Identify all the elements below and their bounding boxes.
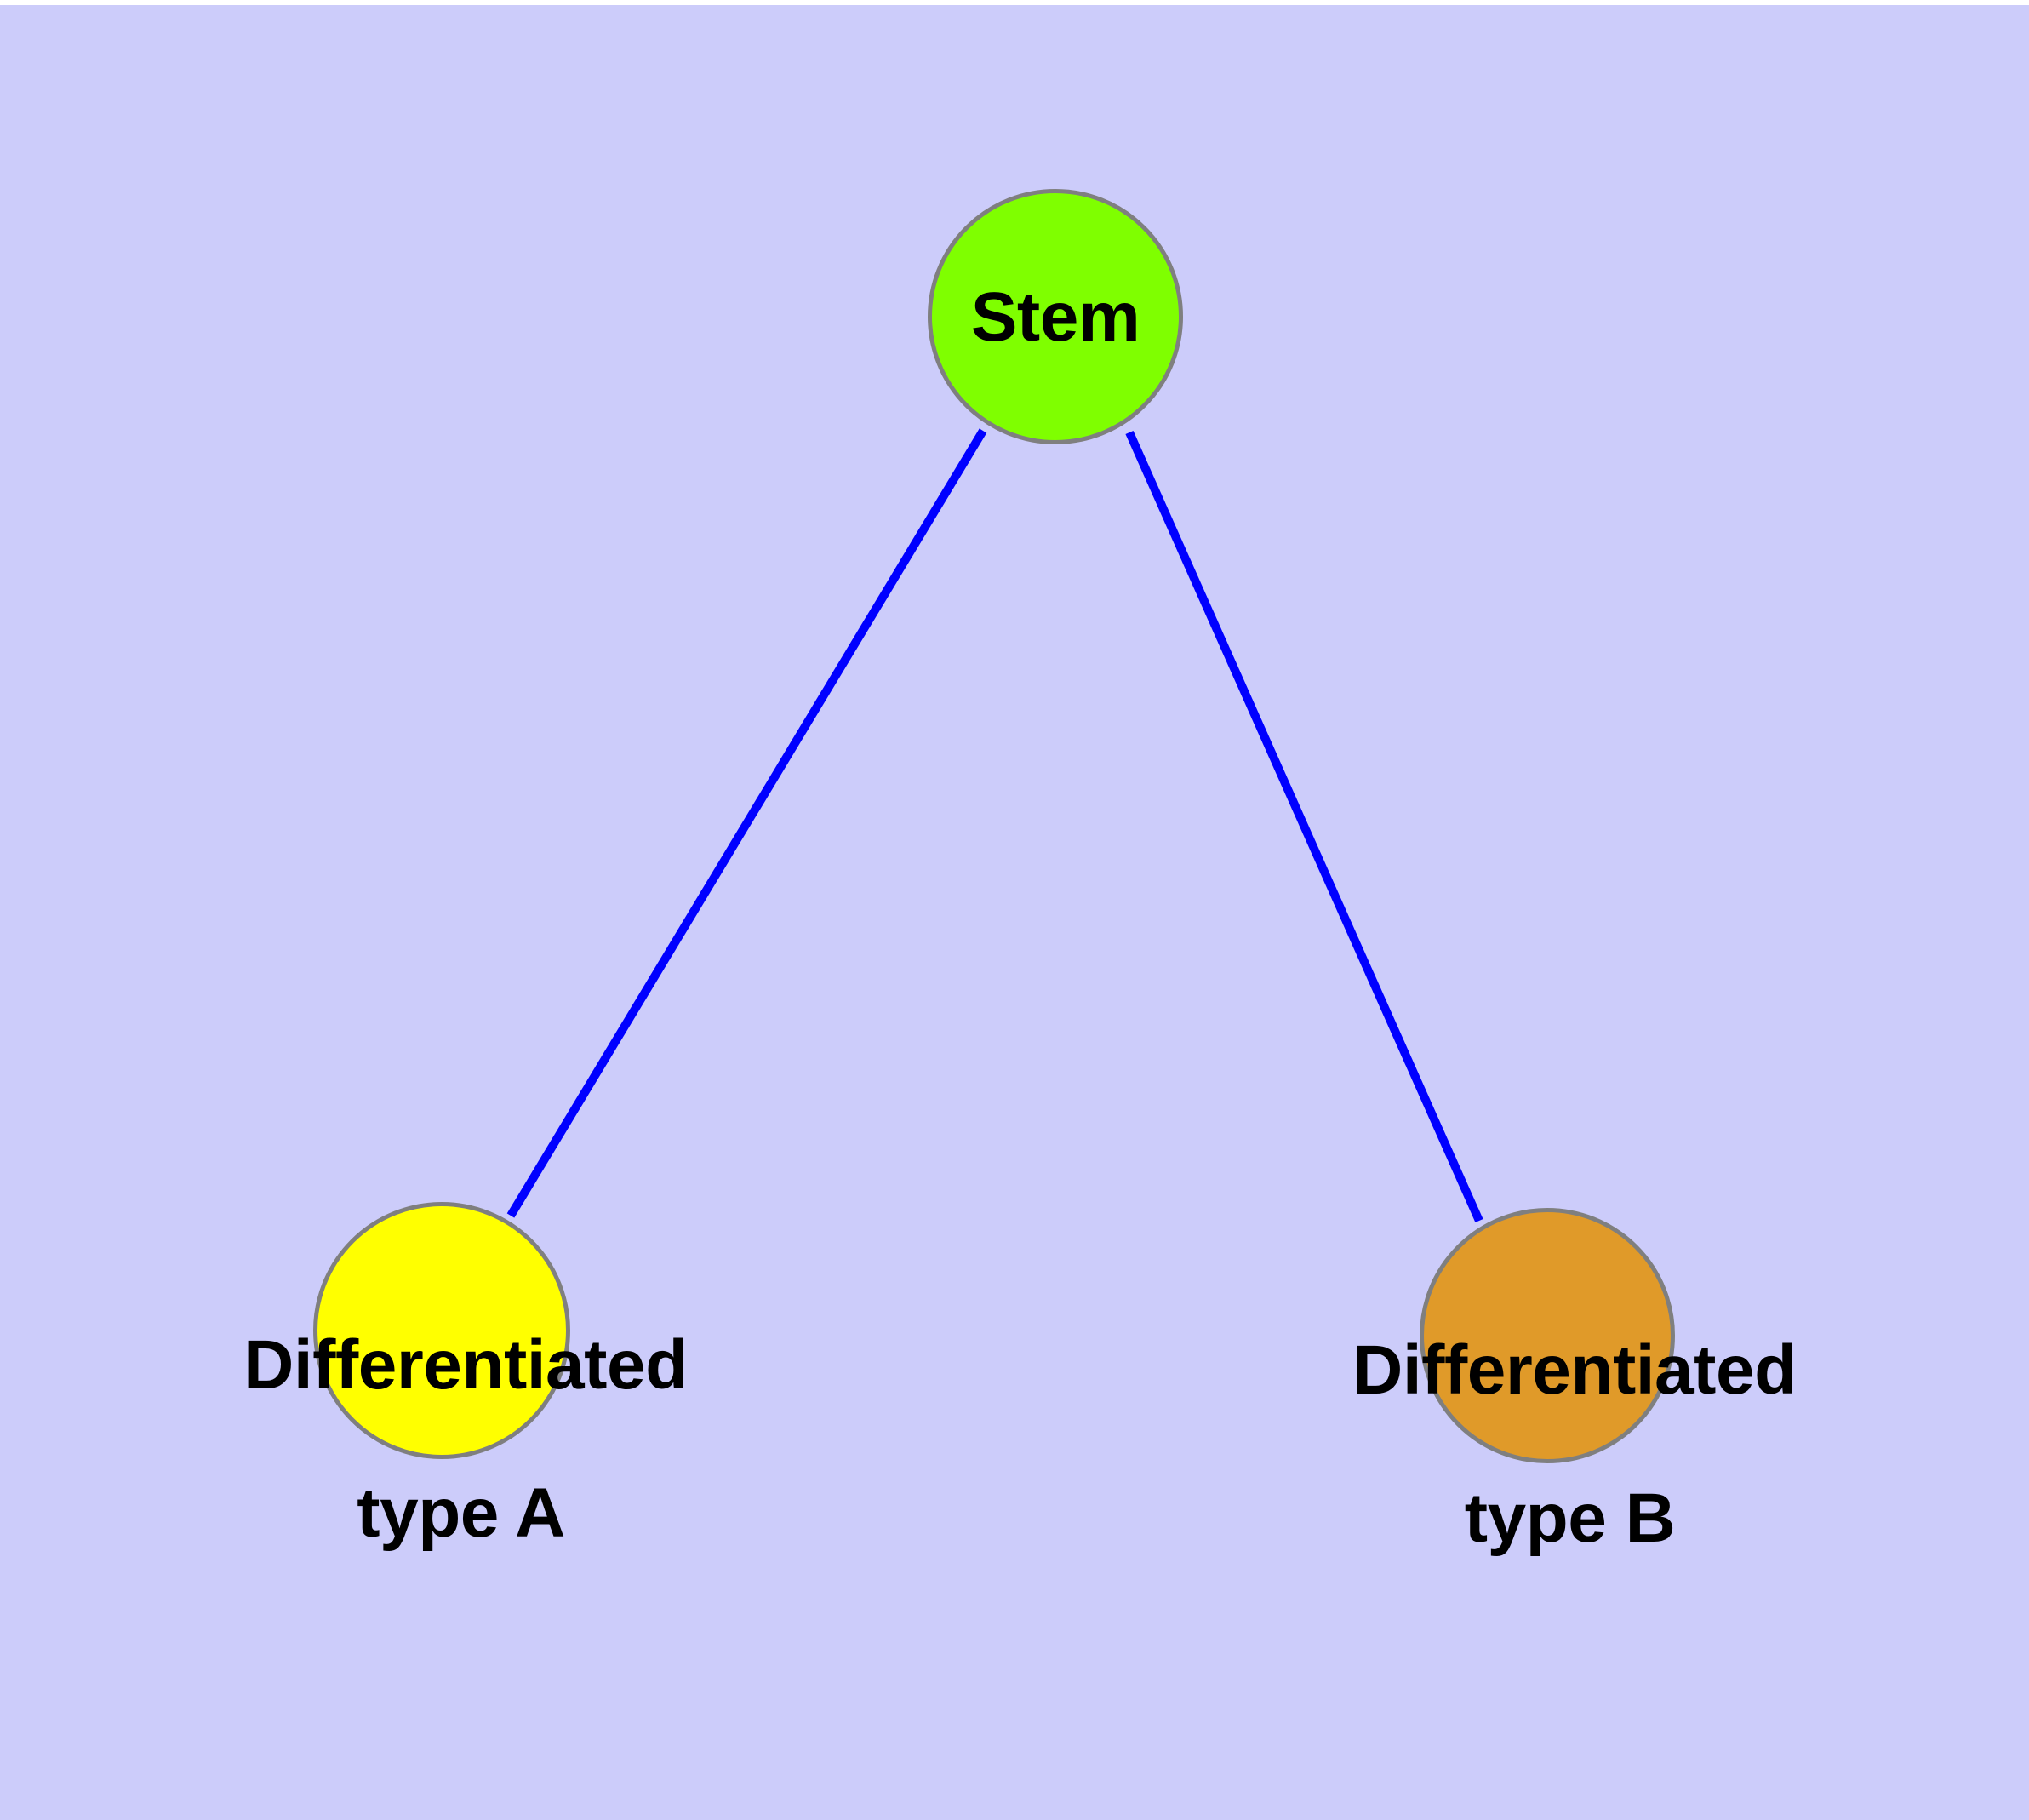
node-differentiated-type-a[interactable]: [313, 1202, 570, 1459]
edge-stem-to-differentiated-type-b: [1125, 430, 1483, 1223]
node-differentiated-type-b[interactable]: [1420, 1208, 1675, 1463]
edge-stem-to-differentiated-type-a: [506, 428, 987, 1218]
node-stem[interactable]: [928, 189, 1183, 444]
